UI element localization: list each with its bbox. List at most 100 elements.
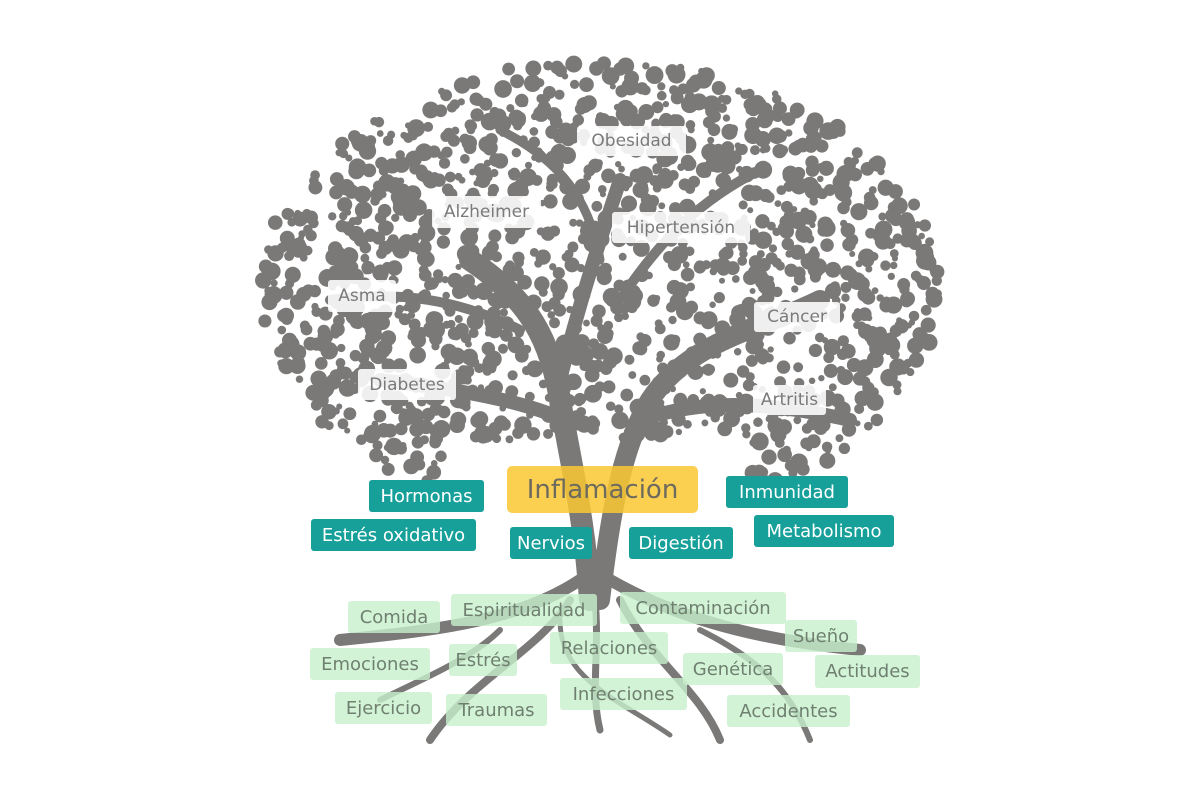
- leaf: [849, 250, 856, 258]
- leaf: [793, 416, 802, 425]
- leaf: [466, 75, 481, 90]
- leaf: [574, 103, 587, 115]
- leaf: [783, 331, 796, 345]
- leaf: [488, 229, 502, 243]
- leaf: [472, 411, 489, 428]
- leaf: [750, 228, 759, 237]
- cause-label-emociones: Emociones: [310, 648, 430, 680]
- leaf: [863, 191, 876, 204]
- leaf: [675, 428, 683, 436]
- leaf: [837, 201, 850, 215]
- leaf: [549, 263, 557, 271]
- leaf: [629, 168, 644, 183]
- leaf: [467, 287, 480, 300]
- leaf: [747, 207, 754, 214]
- leaf: [684, 83, 695, 95]
- leaf: [907, 337, 924, 354]
- leaf: [464, 119, 476, 131]
- leaf: [431, 342, 440, 351]
- leaf: [408, 318, 421, 331]
- leaf: [721, 94, 732, 105]
- leaf: [818, 160, 834, 176]
- leaf: [599, 362, 613, 375]
- leaf: [614, 404, 624, 414]
- leaf: [485, 166, 492, 173]
- leaf: [489, 153, 503, 167]
- leaf: [511, 115, 523, 127]
- leaf: [406, 404, 417, 415]
- leaf: [819, 452, 836, 469]
- leaf: [441, 276, 449, 284]
- leaf: [615, 84, 629, 98]
- leaf: [409, 163, 421, 175]
- cause-label-infecciones: Infecciones: [560, 678, 687, 710]
- leaf: [360, 253, 370, 263]
- leaf: [817, 175, 824, 183]
- leaf: [668, 315, 677, 325]
- leaf: [277, 359, 285, 368]
- leaf: [538, 287, 548, 297]
- leaf: [755, 214, 770, 229]
- leaf: [850, 203, 868, 221]
- system-label-hormonas: Hormonas: [369, 480, 484, 512]
- leaf: [628, 371, 637, 379]
- cause-label-accidentes: Accidentes: [727, 695, 850, 727]
- leaf: [566, 151, 575, 160]
- leaf: [317, 324, 331, 338]
- tree-canopy: [255, 55, 945, 498]
- leaf: [407, 119, 426, 138]
- leaf: [583, 319, 590, 327]
- leaf: [789, 102, 805, 118]
- leaf: [899, 233, 914, 248]
- leaf: [775, 261, 785, 271]
- leaf: [701, 143, 719, 162]
- leaf: [321, 403, 337, 420]
- cause-label-estres: Estrés: [449, 644, 517, 676]
- leaf: [351, 133, 370, 152]
- leaf: [684, 246, 695, 257]
- leaf: [624, 354, 635, 365]
- leaf: [858, 323, 874, 340]
- leaf: [485, 132, 498, 146]
- leaf: [583, 172, 592, 181]
- leaf: [777, 221, 793, 237]
- leaf: [920, 304, 932, 316]
- leaf: [620, 305, 630, 315]
- leaf: [446, 319, 456, 329]
- leaf: [771, 286, 783, 298]
- leaf: [754, 231, 773, 249]
- leaf: [438, 87, 446, 96]
- leaf: [603, 320, 614, 331]
- leaf: [497, 343, 508, 354]
- leaf: [820, 238, 834, 252]
- leaf: [863, 421, 873, 431]
- leaf: [277, 325, 287, 335]
- leaf: [438, 157, 451, 169]
- leaf: [529, 127, 539, 136]
- leaf: [415, 143, 433, 162]
- leaf: [801, 176, 819, 195]
- leaf: [808, 377, 816, 385]
- leaf: [382, 135, 394, 146]
- leaf: [481, 341, 496, 356]
- leaf: [767, 346, 774, 353]
- leaf: [446, 102, 457, 113]
- leaf: [738, 242, 748, 253]
- leaf: [454, 314, 463, 324]
- leaf: [909, 200, 917, 208]
- leaf: [759, 146, 767, 154]
- leaf: [669, 85, 679, 95]
- leaf: [735, 87, 743, 95]
- leaf: [868, 387, 879, 398]
- leaf: [905, 322, 912, 329]
- leaf: [454, 172, 463, 181]
- leaf: [908, 352, 925, 368]
- leaf: [768, 244, 778, 253]
- leaf: [784, 263, 798, 277]
- leaf: [424, 279, 435, 291]
- leaf: [752, 464, 767, 479]
- leaf: [507, 181, 526, 200]
- leaf: [782, 165, 799, 182]
- leaf: [303, 336, 318, 351]
